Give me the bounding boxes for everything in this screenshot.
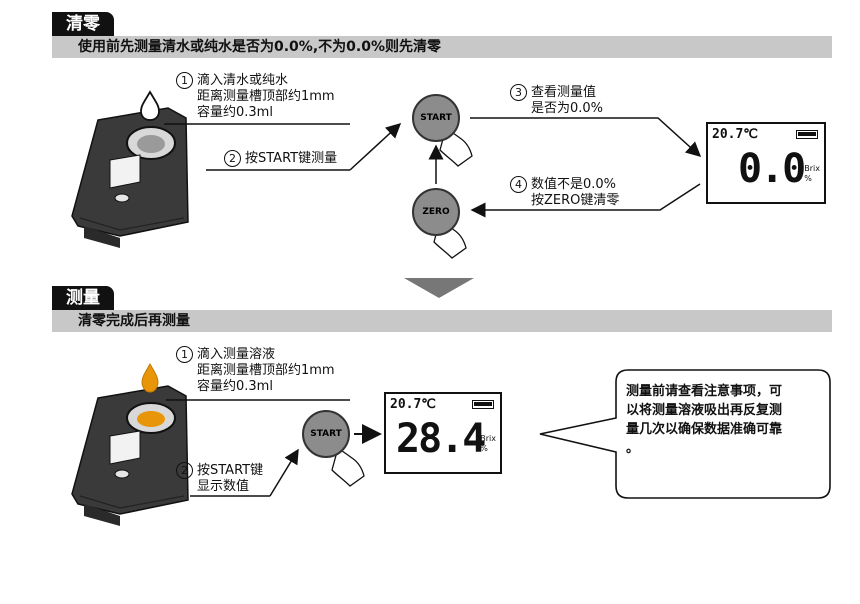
refractometer-device-1 xyxy=(71,107,189,248)
start-button[interactable]: START xyxy=(302,410,350,458)
measured-value: 0.0 xyxy=(738,146,806,192)
temperature-readout: 20.7℃ xyxy=(390,397,436,412)
start-button[interactable]: START xyxy=(412,94,460,142)
section-tab-measure: 测量 xyxy=(52,286,114,310)
unit-label: Brix% xyxy=(804,164,820,183)
section-instruction-bar: 使用前先测量清水或纯水是否为0.0%,不为0.0%则先清零 xyxy=(52,36,832,58)
step-number: 4 xyxy=(510,176,527,193)
step-number: 2 xyxy=(224,150,241,167)
refractometer-device-2 xyxy=(71,385,189,526)
note-bubble xyxy=(539,369,831,499)
note-text: 测量前请查看注意事项，可 以将测量溶液吸出再反复测 量几次以确保数据准确可靠 。 xyxy=(626,384,783,456)
lcd-display-measure: 20.7℃ 28.4 Brix% xyxy=(384,392,502,474)
sample-drop-icon xyxy=(141,362,159,393)
battery-icon xyxy=(796,130,818,139)
lcd-display-zero: 20.7℃ 0.0 Brix% xyxy=(706,122,826,204)
step-number: 2 xyxy=(176,462,193,479)
battery-icon xyxy=(472,400,494,409)
zero-button[interactable]: ZERO xyxy=(412,188,460,236)
step-number: 1 xyxy=(176,346,193,363)
measured-value: 28.4 xyxy=(396,416,486,462)
unit-label: Brix% xyxy=(480,434,496,453)
water-drop-icon xyxy=(140,90,160,121)
section-instruction-bar: 清零完成后再测量 xyxy=(52,310,832,332)
step-number: 1 xyxy=(176,72,193,89)
section-tab-zero: 清零 xyxy=(52,12,114,36)
step-number: 3 xyxy=(510,84,527,101)
temperature-readout: 20.7℃ xyxy=(712,127,758,142)
next-step-arrow xyxy=(404,278,474,298)
